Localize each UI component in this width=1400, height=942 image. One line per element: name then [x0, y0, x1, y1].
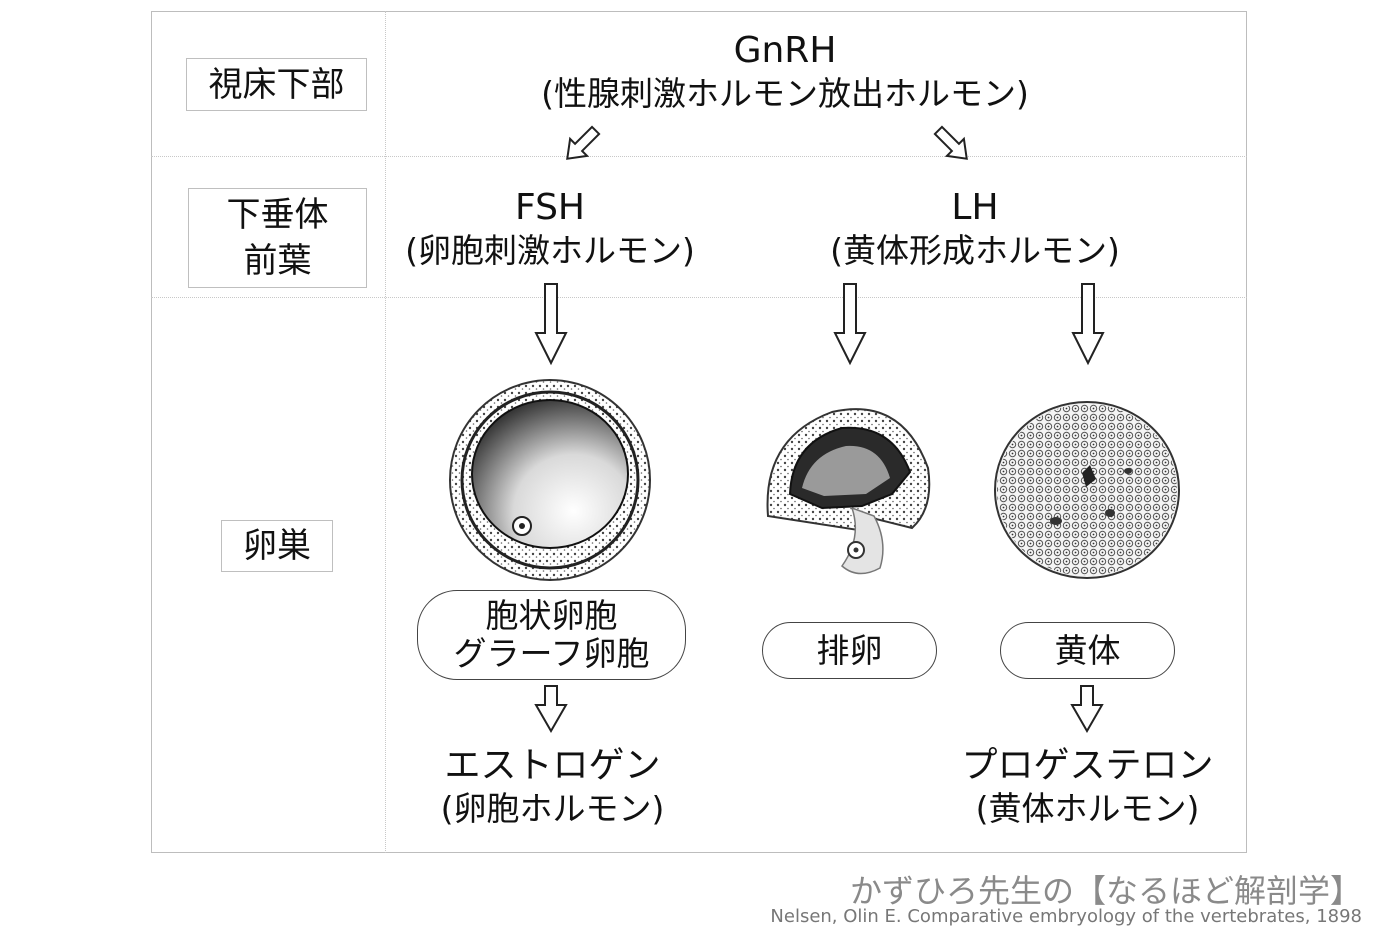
arrow-diagonal-right-icon — [933, 125, 968, 160]
progesterone-desc: (黄体ホルモン) — [975, 789, 1200, 828]
antral-follicle-pill: 胞状卵胞 グラーフ卵胞 — [417, 590, 686, 680]
row-label-pituitary-line2: 前葉 — [243, 241, 312, 281]
author-credit: かずひろ先生の【なるほど解剖学】 — [849, 872, 1362, 910]
fsh-desc: (卵胞刺激ホルモン) — [405, 231, 695, 270]
arrow-diagonal-left-icon — [566, 125, 601, 160]
row-label-pituitary: 下垂体 前葉 — [188, 188, 367, 288]
column-divider — [385, 11, 386, 853]
arrow-down-estrogen-icon — [534, 685, 568, 734]
gnrh-desc: (性腺刺激ホルモン放出ホルモン) — [541, 74, 1029, 113]
corpus-luteum-illustration — [994, 401, 1180, 579]
row-label-ovary-text: 卵巣 — [243, 526, 311, 566]
estrogen-name: エストロゲン — [444, 745, 661, 786]
row-label-ovary: 卵巣 — [221, 520, 333, 572]
row-divider-2 — [151, 297, 1247, 298]
antral-follicle-illustration — [449, 379, 651, 581]
row-label-pituitary-line1: 下垂体 — [226, 195, 329, 235]
ovulation-text: 排卵 — [816, 630, 883, 670]
diagram-frame — [151, 11, 1247, 853]
gnrh-name: GnRH — [733, 30, 837, 71]
row-label-hypothalamus: 視床下部 — [186, 58, 367, 111]
arrow-down-ovulation-icon — [833, 283, 867, 366]
source-credit: Nelsen, Olin E. Comparative embryology o… — [770, 906, 1362, 927]
ovulation-pill: 排卵 — [762, 622, 937, 679]
antral-follicle-line2: グラーフ卵胞 — [453, 634, 650, 673]
estrogen-desc: (卵胞ホルモン) — [440, 789, 665, 828]
progesterone-name: プロゲステロン — [961, 745, 1214, 786]
arrow-down-corpus-luteum-icon — [1071, 283, 1105, 366]
arrow-down-fsh-icon — [534, 283, 568, 366]
lh-name: LH — [951, 187, 999, 228]
antral-follicle-line1: 胞状卵胞 — [485, 596, 618, 635]
lh-desc: (黄体形成ホルモン) — [830, 231, 1120, 270]
arrow-down-progesterone-icon — [1070, 685, 1104, 734]
row-label-hypothalamus-text: 視床下部 — [208, 64, 345, 105]
fsh-name: FSH — [515, 187, 585, 228]
corpus-luteum-text: 黄体 — [1054, 630, 1121, 670]
ovulation-illustration — [766, 408, 931, 575]
row-divider-1 — [151, 156, 1247, 157]
corpus-luteum-pill: 黄体 — [1000, 622, 1175, 679]
